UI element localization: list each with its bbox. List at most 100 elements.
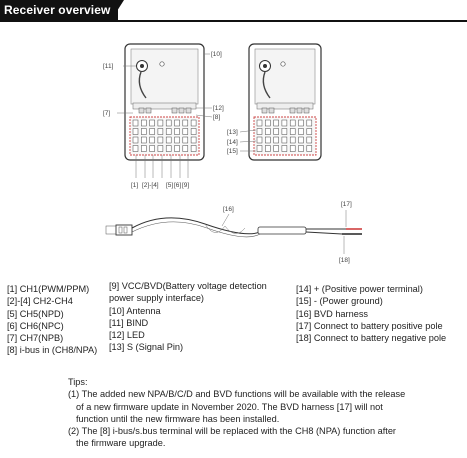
- pin-socket: [132, 128, 139, 135]
- pin-socket: [165, 128, 172, 135]
- callout-5: [5]: [166, 182, 173, 189]
- pin-socket: [165, 119, 172, 127]
- pin-socket: [157, 145, 164, 152]
- pin-socket: [256, 128, 263, 135]
- pin-socket: [174, 136, 180, 144]
- tips-line: (2) The [8] i-bus/s.bus terminal will be…: [68, 426, 396, 437]
- pin-socket: [289, 145, 296, 152]
- pin-socket: [149, 145, 155, 152]
- pin-socket: [174, 128, 180, 135]
- pin-socket: [273, 145, 279, 152]
- bind-button-icon: [159, 61, 165, 67]
- pin-socket: [256, 119, 263, 127]
- legend-item: [5] CH5(NPD): [7, 308, 64, 319]
- legend-item: power supply interface): [109, 293, 204, 304]
- callout-14: [14]: [227, 139, 238, 146]
- pin-socket: [289, 128, 296, 135]
- callout-16: [16]: [223, 206, 234, 213]
- header-tab-tail: [110, 0, 124, 22]
- harness-sleeve: [257, 226, 307, 235]
- pin-socket: [273, 119, 279, 127]
- tips-heading: Tips:: [68, 377, 88, 387]
- callout-8: [8]: [213, 114, 220, 121]
- pin-socket: [141, 119, 147, 127]
- tips-line: the firmware upgrade.: [76, 438, 166, 449]
- pin-socket: [132, 145, 139, 152]
- callout-6: [6]: [174, 182, 181, 189]
- pin-socket: [157, 136, 164, 144]
- callout-15: [15]: [227, 148, 238, 155]
- callout-11: [11]: [103, 63, 114, 70]
- pin-socket: [298, 128, 304, 135]
- tips-line: (1) The added new NPA/B/C/D and BVD func…: [68, 389, 406, 400]
- pin-socket: [281, 119, 288, 127]
- legend-item: [12] LED: [109, 330, 145, 341]
- pin-socket: [298, 119, 304, 127]
- legend-item: [17] Connect to battery positive pole: [296, 320, 443, 331]
- pin-socket: [265, 128, 271, 135]
- pin-socket: [265, 145, 271, 152]
- legend-item: [6] CH6(NPC): [7, 320, 64, 331]
- pin-socket: [306, 128, 313, 135]
- tips-section: Tips: (1) The added new NPA/B/C/D and BV…: [68, 376, 405, 450]
- pin-socket: [165, 136, 172, 144]
- pin-socket: [190, 145, 197, 152]
- callout-2-4: [2]-[4]: [142, 182, 159, 189]
- antenna-wire: [138, 71, 147, 99]
- legend-item: [2]-[4] CH2-CH4: [7, 296, 73, 307]
- pin-socket: [157, 119, 164, 127]
- pin-socket: [190, 128, 197, 135]
- legend-column-1: [1] CH1(PWM/PPM) [2]-[4] CH2-CH4 [5] CH5…: [7, 283, 97, 357]
- legend-item: [9] VCC/BVD(Battery voltage detection: [109, 281, 267, 291]
- pin-socket: [174, 145, 180, 152]
- pin-socket: [157, 128, 164, 135]
- callout-13: [13]: [227, 129, 238, 136]
- pin-socket: [165, 145, 172, 152]
- callout-7: [7]: [103, 110, 110, 117]
- pin-socket: [306, 136, 313, 144]
- legend-item: [7] CH7(NPB): [7, 333, 64, 344]
- receiver-back: [239, 43, 322, 161]
- header-rule: [0, 20, 467, 22]
- pin-socket: [174, 119, 180, 127]
- pin-socket: [132, 136, 139, 144]
- callout-17: [17]: [341, 201, 352, 208]
- pin-socket: [182, 145, 189, 152]
- pin-socket: [190, 119, 197, 127]
- pin-socket: [306, 145, 313, 152]
- pin-socket: [132, 119, 139, 127]
- callout-12: [12]: [213, 105, 224, 112]
- pin-socket: [273, 128, 279, 135]
- legend-column-2: [9] VCC/BVD(Battery voltage detection po…: [109, 280, 267, 354]
- receiver-diagram: [10] [11] [7] [12] [8] [13] [14] [15] [1…: [103, 43, 362, 264]
- callout-10: [10]: [211, 51, 222, 58]
- pin-socket: [149, 128, 155, 135]
- legend-item: [8] i-bus in (CH8/NPA): [7, 345, 98, 356]
- legend-item: [11] BIND: [109, 317, 149, 328]
- pin-socket: [149, 119, 155, 127]
- pin-socket: [265, 136, 271, 144]
- bvd-harness: [105, 210, 362, 254]
- section-header: Receiver overview: [0, 0, 467, 22]
- pin-socket: [306, 119, 313, 127]
- pin-socket: [182, 119, 189, 127]
- tips-line: function until the new firmware has been…: [76, 413, 280, 424]
- pin-socket: [182, 136, 189, 144]
- legend-item: [1] CH1(PWM/PPM): [7, 284, 90, 294]
- pin-socket: [298, 136, 304, 144]
- pin-socket: [149, 136, 155, 144]
- receiver-front: [117, 43, 213, 178]
- pin-socket: [289, 136, 296, 144]
- pin-socket: [281, 145, 288, 152]
- header-tab: [0, 0, 118, 22]
- callout-9: [9]: [182, 182, 189, 189]
- legend-item: [18] Connect to battery negative pole: [296, 333, 447, 344]
- legend-column-3: [14] + (Positive power terminal) [15] - …: [296, 283, 446, 344]
- legend-item: [15] - (Power ground): [296, 296, 383, 307]
- callout-18: [18]: [339, 257, 350, 264]
- pin-socket: [298, 145, 304, 152]
- legend-item: [16] BVD harness: [296, 308, 369, 319]
- section-title: Receiver overview: [4, 3, 111, 17]
- pin-socket: [256, 145, 263, 152]
- legend-item: [14] + (Positive power terminal): [296, 284, 423, 294]
